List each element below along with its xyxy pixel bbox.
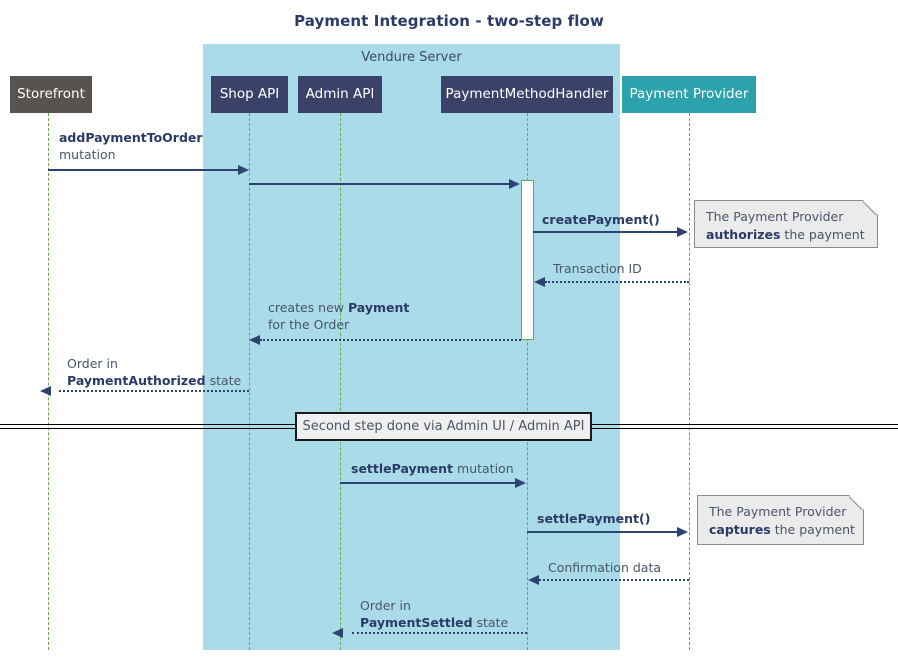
message-label-strong: PaymentSettled	[360, 614, 473, 630]
note-line-2-rest: the payment	[770, 522, 855, 538]
lifeline-handler	[527, 113, 528, 650]
message-arrowhead-order-payment-authorized	[40, 386, 51, 396]
message-label-plain: Confirmation data	[548, 560, 662, 575]
note-fold-edge-icon	[863, 200, 878, 215]
participant-label-storefront: Storefront	[17, 86, 85, 103]
message-label-plain: Order in	[67, 356, 118, 371]
message-label-settle-payment-mutation: settlePayment mutation	[351, 461, 514, 478]
message-label-settle-payment-call: settlePayment()	[537, 511, 650, 528]
participant-payment-method-handler[interactable]: PaymentMethodHandler	[441, 76, 613, 113]
note-fold-edge-icon	[849, 495, 864, 510]
message-label-strong: Payment	[347, 300, 410, 315]
message-label-plain: mutation	[59, 146, 116, 162]
message-label-strong: settlePayment	[351, 461, 454, 476]
message-label-post: state	[205, 372, 242, 388]
participant-label-payment-method-handler: PaymentMethodHandler	[445, 86, 609, 103]
note-line-1: The Payment Provider	[709, 504, 847, 519]
divider-box: Second step done via Admin UI / Admin AP…	[295, 412, 592, 441]
lifeline-storefront	[48, 113, 49, 650]
message-arrowhead-creates-new-payment	[249, 335, 260, 345]
message-arrowhead-settle-payment-mutation	[515, 478, 526, 488]
message-line-transaction-id	[545, 281, 689, 283]
participant-label-payment-provider: Payment Provider	[629, 86, 749, 103]
message-line-order-payment-authorized	[59, 390, 249, 392]
group-box-vendure-server: Vendure Server	[203, 44, 620, 650]
lifeline-shop-api	[249, 113, 250, 650]
message-line-add-payment-to-order	[48, 169, 240, 171]
note-line-2-strong: captures	[709, 522, 771, 538]
lifeline-provider	[689, 113, 690, 650]
message-label-pre: creates new	[268, 300, 348, 315]
message-arrowhead-transaction-id	[534, 277, 545, 287]
message-label-plain: for the Order	[268, 316, 350, 332]
participant-admin-api[interactable]: Admin API	[298, 76, 382, 113]
message-label-strong: createPayment()	[542, 212, 660, 227]
message-label-plain: Transaction ID	[553, 261, 642, 276]
message-line-order-payment-settled	[352, 632, 527, 634]
divider-label: Second step done via Admin UI / Admin AP…	[302, 419, 585, 434]
message-line-create-payment	[533, 231, 678, 233]
message-line-settle-payment-mutation	[340, 482, 516, 484]
message-label-plain: Order in	[360, 598, 411, 613]
message-label-post: mutation	[453, 461, 514, 476]
participant-label-shop-api: Shop API	[219, 86, 280, 103]
group-label: Vendure Server	[361, 50, 462, 65]
message-arrowhead-confirmation-data	[528, 575, 539, 585]
message-label-strong: addPaymentToOrder	[59, 130, 203, 145]
message-label-creates-new-payment: creates new Payment for the Order	[268, 300, 409, 333]
message-label-strong: PaymentAuthorized	[67, 372, 206, 388]
activation-bar-handler	[521, 180, 534, 340]
message-arrowhead-settle-payment-call	[677, 527, 688, 537]
message-label-create-payment: createPayment()	[542, 212, 660, 229]
note-line-2-rest: the payment	[780, 227, 865, 243]
message-label-order-payment-settled: Order in PaymentSettled state	[360, 598, 508, 631]
message-line-confirmation-data	[539, 579, 689, 581]
message-line-creates-new-payment	[260, 339, 521, 341]
message-label-confirmation-data: Confirmation data	[548, 560, 661, 577]
message-label-strong: settlePayment()	[537, 511, 651, 526]
note-payment-provider-authorizes: The Payment Provider authorizes the paym…	[694, 200, 878, 248]
message-line-settle-payment-call	[527, 531, 678, 533]
note-line-2-strong: authorizes	[706, 227, 781, 243]
note-payment-provider-captures: The Payment Provider captures the paymen…	[697, 495, 864, 545]
message-arrowhead-shop-api-to-handler	[509, 179, 520, 189]
message-label-transaction-id: Transaction ID	[553, 261, 642, 278]
message-arrowhead-create-payment	[677, 227, 688, 237]
message-line-shop-api-to-handler	[249, 183, 510, 185]
participant-label-admin-api: Admin API	[305, 86, 375, 103]
note-line-1: The Payment Provider	[706, 209, 844, 224]
participant-payment-provider[interactable]: Payment Provider	[622, 76, 756, 113]
message-arrowhead-order-payment-settled	[332, 628, 343, 638]
message-label-add-payment-to-order: addPaymentToOrder mutation	[59, 130, 203, 163]
participant-shop-api[interactable]: Shop API	[211, 76, 288, 113]
message-arrowhead-add-payment-to-order	[238, 165, 249, 175]
participant-storefront[interactable]: Storefront	[10, 76, 92, 113]
diagram-title: Payment Integration - two-step flow	[294, 12, 604, 30]
lifeline-admin-api	[340, 113, 341, 650]
message-label-post: state	[472, 614, 509, 630]
message-label-order-payment-authorized: Order in PaymentAuthorized state	[67, 356, 241, 389]
